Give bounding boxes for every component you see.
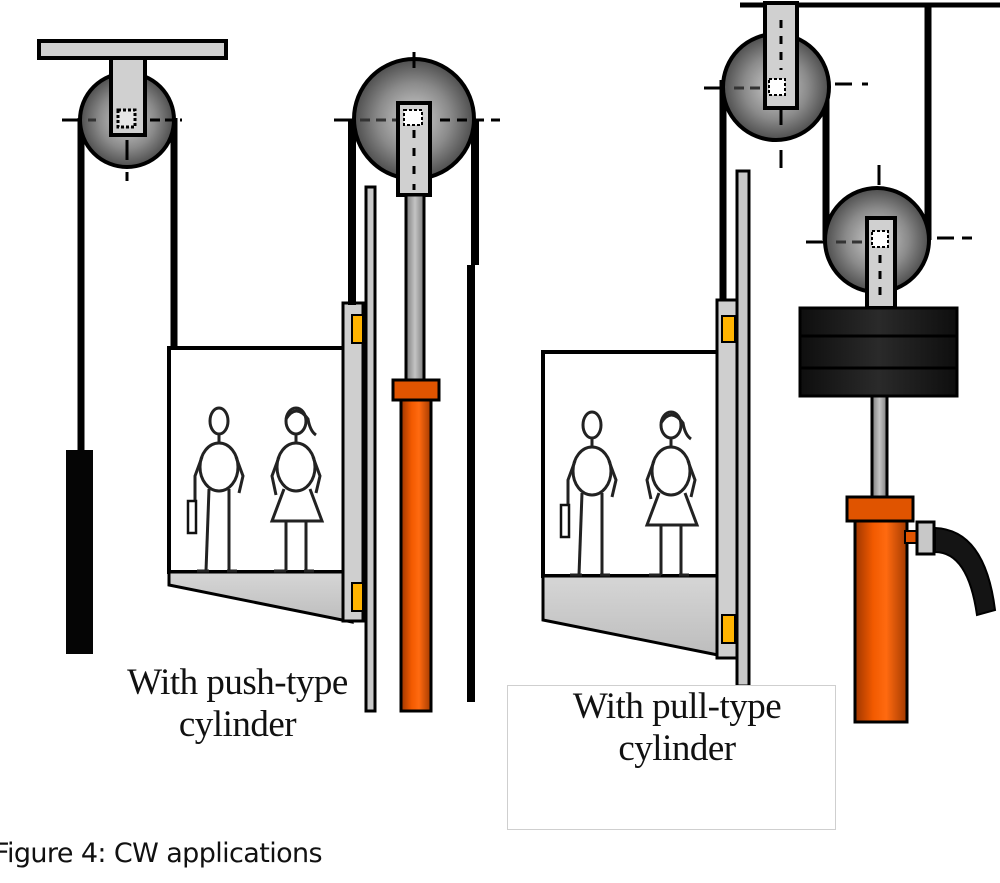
weight-stack [798,306,959,398]
push-type-cylinder [391,193,441,713]
guide-shoe [721,614,736,644]
pulley-axle [871,230,889,248]
piston-rod [870,394,889,499]
car-sling [341,301,365,623]
counterweight [66,450,93,654]
pulley-axle [768,78,786,96]
pull-type-panel [541,1,1000,724]
push-type-label-line1: With push-type [127,662,348,703]
guide-shoe [721,315,736,343]
figure-caption: Figure 4: CW applications [0,838,323,869]
pull-type-label-line2: cylinder [618,728,736,769]
guide-shoe [351,314,364,344]
hydraulic-hose [934,526,997,617]
cylinder-barrel [853,519,909,724]
piston-rod [404,193,426,382]
guide-rail [364,185,377,713]
pull-type-cylinder [845,495,997,724]
pulley-axle [403,109,423,126]
pulley-axle [116,108,137,129]
elevator-car [541,350,720,657]
hose-connector [915,520,936,556]
push-type-label: With push-type cylinder [100,662,375,746]
guide-shoe [351,582,364,612]
push-type-panel [37,39,500,713]
car-platform [541,574,720,657]
push-type-label-line2: cylinder [178,704,297,745]
guide-rail [735,169,751,688]
elevator-car [167,346,354,624]
pull-type-label: With pull-type cylinder [507,686,847,770]
ceiling-beam [37,39,228,60]
cylinder-head [391,378,441,402]
lower-pulley [806,165,972,310]
cylinder-barrel [399,398,433,713]
pull-type-label-line1: With pull-type [572,686,782,727]
top-pulley [704,1,868,168]
pull-type-label-box [507,685,836,830]
car-sling [715,298,739,660]
car-platform [167,570,354,624]
top-pulley [62,56,182,181]
cylinder-head [845,495,915,523]
cylinder-pulley [334,52,500,265]
